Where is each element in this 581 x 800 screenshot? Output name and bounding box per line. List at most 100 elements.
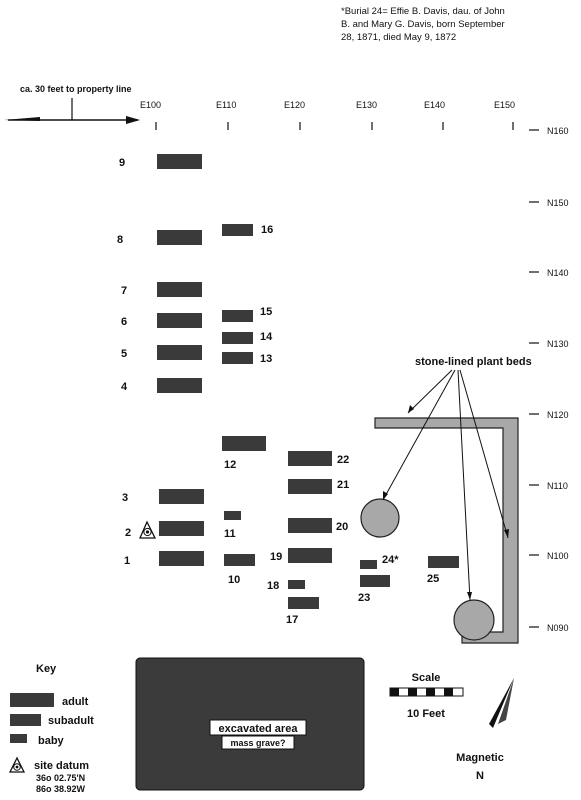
burial-label-12: 12 (224, 459, 236, 471)
burial-1[interactable] (159, 551, 204, 566)
northing-label-n100: N100 (547, 551, 569, 561)
easting-label-e150: E150 (494, 100, 515, 110)
burial-12[interactable] (222, 436, 266, 451)
northing-label-n150: N150 (547, 198, 569, 208)
datum-ring (143, 527, 152, 537)
note-line-1: *Burial 24= Effie B. Davis, dau. of John (341, 6, 505, 17)
burial-2[interactable] (159, 521, 204, 536)
scale-label: 10 Feet (407, 708, 445, 720)
scale-segment (390, 688, 399, 696)
burial-6[interactable] (157, 313, 202, 328)
burial-22[interactable] (288, 451, 332, 466)
burial-label-5: 5 (121, 348, 127, 360)
key-datum-dot (15, 765, 19, 769)
burial-7[interactable] (157, 282, 202, 297)
northing-label-n090: N090 (547, 623, 569, 633)
burial-label-22: 22 (337, 454, 349, 466)
burial-25[interactable] (428, 556, 459, 568)
key-datum-lat: 36o 02.75'N (36, 773, 85, 783)
burial-label-10: 10 (228, 574, 240, 586)
burial-label-18: 18 (267, 580, 279, 592)
burial-13[interactable] (222, 352, 253, 364)
burial-label-8: 8 (117, 234, 123, 246)
key-title: Key (36, 663, 57, 675)
key-datum-triangle (8, 756, 26, 773)
burial-label-1: 1 (124, 555, 130, 567)
pointer-arrowhead (504, 529, 509, 538)
pointer-arrowhead (408, 405, 414, 413)
burial-23[interactable] (360, 575, 390, 587)
burial-label-11: 11 (224, 528, 236, 540)
scale-title: Scale (412, 672, 441, 684)
burial-4[interactable] (157, 378, 202, 393)
northing-label-n130: N130 (547, 339, 569, 349)
scale-segment (444, 688, 453, 696)
pointer-arrowhead (467, 592, 472, 600)
round-plant-bed-lower (453, 599, 495, 641)
easting-label-e100: E100 (140, 100, 161, 110)
key-label-baby: baby (38, 735, 65, 747)
north-arrow-shade (498, 678, 514, 724)
note-line-3: 28, 1871, died May 9, 1872 (341, 32, 456, 43)
burial-10[interactable] (224, 554, 255, 566)
key-label-subadult: subadult (48, 715, 94, 727)
burial-18[interactable] (288, 580, 305, 589)
burial-label-16: 16 (261, 224, 273, 236)
burial-24[interactable] (360, 560, 377, 569)
property-line-arrowhead-right (126, 116, 140, 124)
northing-label-n140: N140 (547, 268, 569, 278)
northing-axis: N160 N150 N140 N130 N120 N110 N100 N090 (529, 126, 569, 633)
easting-axis: E100 E110 E120 E130 E140 E150 (140, 100, 515, 130)
burial-8[interactable] (157, 230, 202, 245)
scale-segment (408, 688, 417, 696)
burial-24-note: *Burial 24= Effie B. Davis, dau. of John… (341, 6, 505, 43)
burial-3[interactable] (159, 489, 204, 504)
burial-16[interactable] (222, 224, 253, 236)
note-line-2: B. and Mary G. Davis, born September (341, 19, 505, 30)
north-arrow-icon (489, 678, 514, 728)
property-line-arrowhead-left (4, 117, 40, 121)
excavated-title: excavated area (219, 723, 299, 735)
excavated-title-box (209, 719, 307, 736)
burial-17[interactable] (288, 597, 319, 609)
burial-label-23: 23 (358, 592, 370, 604)
burial-label-9: 9 (119, 157, 125, 169)
burial-14[interactable] (222, 332, 253, 344)
burial-label-3: 3 (122, 492, 128, 504)
easting-label-e140: E140 (424, 100, 445, 110)
excavated-area[interactable]: excavated area mass grave? (135, 657, 365, 791)
burial-9[interactable] (157, 154, 202, 169)
burial-label-7: 7 (121, 285, 127, 297)
burial-5[interactable] (157, 345, 202, 360)
pointer-arrowhead (383, 491, 388, 500)
excavated-subtitle: mass grave? (230, 738, 285, 748)
datum-dot (145, 530, 150, 534)
burial-label-15: 15 (260, 306, 272, 318)
pointer-line (382, 369, 456, 501)
key-datum-ring (13, 763, 21, 771)
burial-11[interactable] (224, 511, 241, 520)
map-key: Key adult subadult baby site datum 36o 0… (8, 663, 94, 794)
burial-label-24: 24* (382, 554, 399, 566)
burial-19[interactable] (288, 548, 332, 563)
easting-label-e130: E130 (356, 100, 377, 110)
burial-21[interactable] (288, 479, 332, 494)
pointer-line (459, 369, 509, 539)
easting-label-e120: E120 (284, 100, 305, 110)
burial-15[interactable] (222, 310, 253, 322)
burial-20[interactable] (288, 518, 332, 533)
site-datum-marker (139, 520, 157, 539)
easting-label-e110: E110 (216, 100, 236, 110)
north-label-magnetic: Magnetic (456, 752, 504, 764)
burial-label-19: 19 (270, 551, 282, 563)
burial-label-4: 4 (121, 381, 128, 393)
north-label-n: N (476, 770, 484, 782)
property-line-indicator: ca. 30 feet to property line (4, 84, 140, 124)
pointer-line (457, 369, 471, 601)
round-plant-bed-upper (360, 498, 400, 538)
pointer-line (407, 369, 453, 414)
burial-label-21: 21 (337, 479, 349, 491)
key-label-site-datum: site datum (34, 760, 89, 772)
northing-label-n110: N110 (547, 481, 568, 491)
